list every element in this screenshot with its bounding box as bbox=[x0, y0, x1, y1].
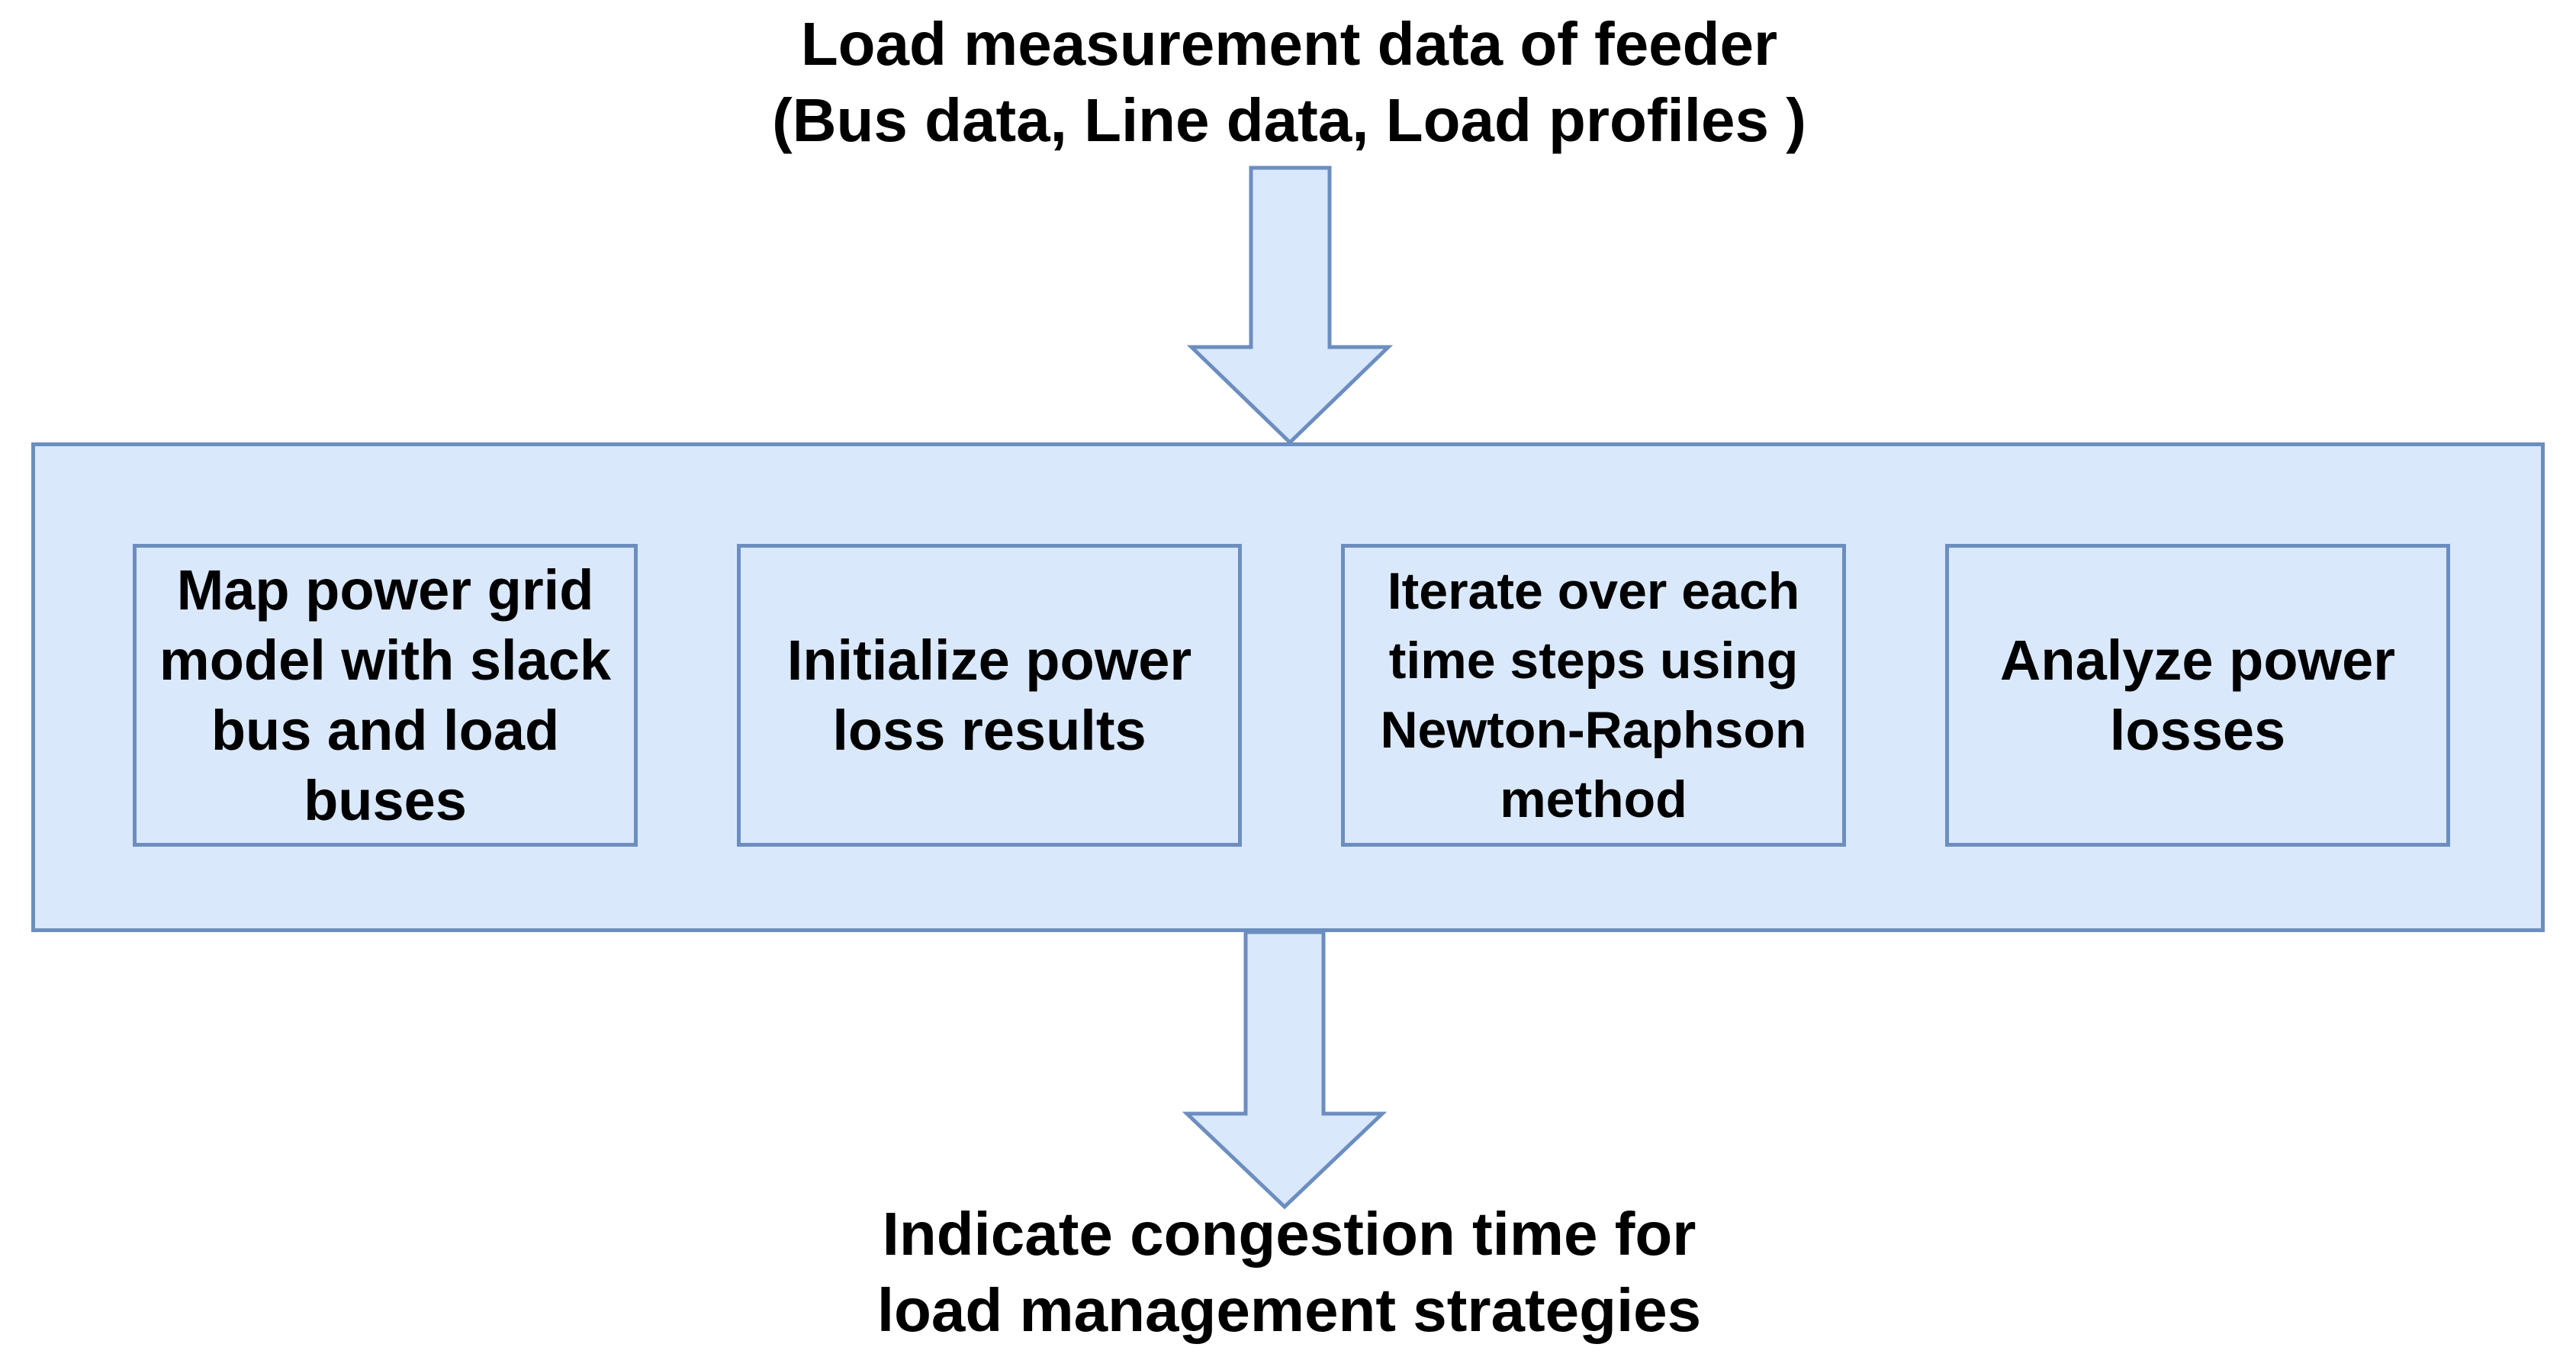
step-label: Initialize power loss results bbox=[786, 628, 1192, 762]
input-arrow bbox=[1186, 166, 1394, 445]
output-arrow bbox=[1182, 930, 1388, 1210]
step-analyze-losses: Analyze power losses bbox=[1945, 544, 2450, 847]
output-title: Indicate congestion time for bbox=[882, 1200, 1696, 1268]
step-label: Map power grid model with slack bus and … bbox=[159, 558, 612, 832]
input-subtitle: (Bus data, Line data, Load profiles ) bbox=[772, 86, 1806, 154]
output-description: Indicate congestion time for load manage… bbox=[526, 1196, 2052, 1349]
step-label: Analyze power losses bbox=[1999, 628, 2396, 762]
step-label: Iterate over each time steps using Newto… bbox=[1380, 561, 1807, 828]
input-description: Load measurement data of feeder (Bus dat… bbox=[526, 6, 2052, 159]
step-map-grid-model: Map power grid model with slack bus and … bbox=[133, 544, 638, 847]
input-title: Load measurement data of feeder bbox=[800, 10, 1778, 78]
step-initialize-loss: Initialize power loss results bbox=[737, 544, 1242, 847]
step-iterate-newton-raphson: Iterate over each time steps using Newto… bbox=[1341, 544, 1846, 847]
output-subtitle: load management strategies bbox=[876, 1276, 1702, 1344]
